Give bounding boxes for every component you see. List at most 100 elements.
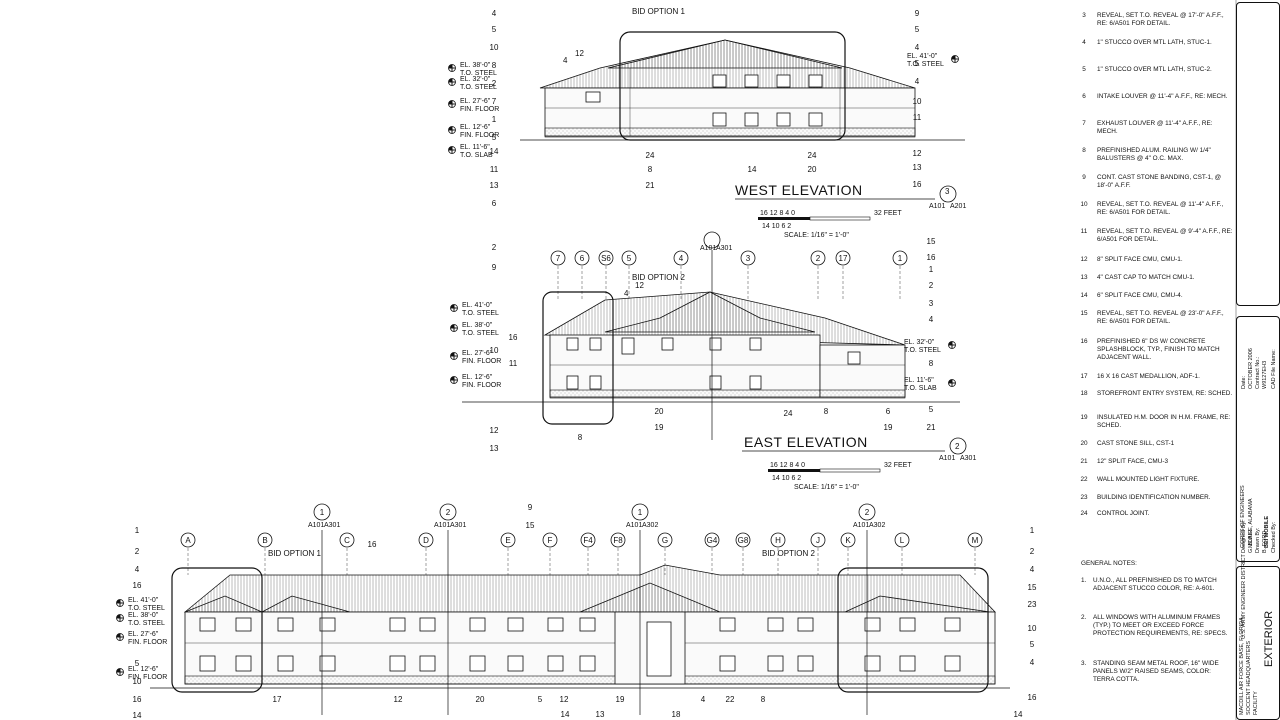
- east-grid-7: 7: [550, 250, 566, 300]
- keynote-tag: 16: [927, 253, 936, 262]
- keynote-tag: 15: [927, 237, 936, 246]
- east-windows: [566, 337, 861, 390]
- level-sub: T.O. STEEL: [460, 70, 497, 77]
- level-label: EL. 38'-0": [462, 322, 493, 329]
- north-grid-label: G8: [738, 536, 749, 545]
- keynote-text: 8" SPLIT FACE CMU, CMU-1.: [1097, 256, 1183, 263]
- north-grid-G8: G8: [735, 532, 751, 575]
- west-gable: [607, 39, 843, 69]
- west-detail-bubble: [939, 185, 957, 203]
- level-sub: FIN. FLOOR: [128, 674, 167, 681]
- keynote-tag: 14: [748, 165, 757, 174]
- keynote-text: REVEAL, SET T.O. REVEAL @ 9'-4" A.F.F., …: [1097, 228, 1233, 243]
- east-grid-5: 5: [621, 250, 637, 300]
- north-bid-option-2: BID OPTION 2: [762, 549, 815, 558]
- svg-text:32 FEET: 32 FEET: [884, 462, 912, 469]
- keynote-number: 22: [1080, 476, 1088, 483]
- general-note-number: 2.: [1081, 614, 1087, 621]
- keynote-tag: 1: [1030, 526, 1035, 535]
- keynote-tag: 2: [929, 281, 934, 290]
- level-marker: EL. 41'-0"T.O. STEEL: [907, 53, 959, 68]
- west-bid-option-box: [619, 31, 846, 141]
- east-grid-label: 7: [556, 254, 561, 263]
- level-label: EL. 38'-0": [128, 612, 159, 619]
- north-grid-M: M: [967, 532, 983, 575]
- svg-text:16 12 8 4 0: 16 12 8 4 0: [770, 462, 805, 469]
- keynote-text: INTAKE LOUVER @ 11'-4" A.F.F., RE: MECH.: [1097, 93, 1228, 100]
- section-num: 2: [446, 508, 451, 517]
- level-label: EL. 27'-6": [462, 350, 493, 357]
- level-marker: EL. 11'-6"T.O. SLAB: [448, 144, 493, 159]
- keynote-tag: 5: [915, 59, 920, 68]
- keynote-text: 1" STUCCO OVER MTL LATH, STUC-2.: [1097, 66, 1212, 73]
- svg-text:14 10 6 2: 14 10 6 2: [762, 223, 791, 230]
- east-grid-label: 5: [627, 254, 632, 263]
- svg-text:A101: A101: [700, 245, 716, 252]
- east-grid-1: 1: [892, 250, 908, 300]
- keynote-text: CAST STONE SILL, CST-1: [1097, 440, 1175, 447]
- level-sub: T.O. STEEL: [907, 61, 944, 68]
- keynote-tag: 16: [1028, 693, 1037, 702]
- level-label: EL. 12'-6": [128, 666, 159, 673]
- north-grid-label: H: [775, 536, 781, 545]
- keynote-text: CONTROL JOINT.: [1097, 510, 1150, 517]
- date-label: Date:: [1241, 375, 1247, 389]
- keynote-number: 13: [1080, 274, 1088, 281]
- north-grid-E: E: [500, 532, 516, 575]
- level-sub: T.O. STEEL: [462, 310, 499, 317]
- level-label: EL. 41'-0": [462, 302, 493, 309]
- north-grid-label: G: [662, 536, 668, 545]
- north-grid-label: F8: [613, 536, 623, 545]
- keynote-text: STOREFRONT ENTRY SYSTEM, RE: SCHED.: [1097, 390, 1233, 397]
- level-marker: EL. 11'-6"T.O. SLAB: [904, 377, 956, 392]
- section-num: 1: [320, 508, 325, 517]
- keynote-number: 4: [1082, 39, 1086, 46]
- level-label: EL. 41'-0": [128, 597, 159, 604]
- keynote-tag: 19: [616, 695, 625, 704]
- north-windows: [199, 617, 961, 672]
- level-label: EL. 27'-6": [128, 631, 159, 638]
- keynote-tag: 16: [509, 333, 518, 342]
- section-ref-a: A101: [853, 522, 869, 529]
- keynote-tag: 2: [1030, 547, 1035, 556]
- keynote-number: 19: [1080, 414, 1088, 421]
- keynote-number: 6: [1082, 93, 1086, 100]
- keynote-number: 8: [1082, 147, 1086, 154]
- keynote-text: 6" SPLIT FACE CMU, CMU-4.: [1097, 292, 1183, 299]
- level-marker: EL. 32'-0"T.O. STEEL: [904, 339, 956, 354]
- svg-text:A201: A201: [950, 203, 966, 210]
- level-marker: EL. 12'-6"FIN. FLOOR: [116, 666, 167, 681]
- keynote-tag: 21: [927, 423, 936, 432]
- keynote-text: REVEAL, SET T.O. REVEAL @ 23'-0" A.F.F.,…: [1097, 310, 1224, 325]
- west-slope-run: 4: [563, 56, 568, 65]
- level-marker: EL. 38'-0"T.O. STEEL: [450, 322, 499, 337]
- svg-text:14 10 6 2: 14 10 6 2: [772, 475, 801, 482]
- level-sub: T.O. STEEL: [128, 620, 165, 627]
- keynote-text: 12" SPLIT FACE, CMU-3: [1097, 458, 1169, 465]
- keynote-tag: 4: [929, 315, 934, 324]
- level-sub: FIN. FLOOR: [462, 358, 501, 365]
- keynote-tag: 8: [929, 359, 934, 368]
- keynote-tag: 5: [538, 695, 543, 704]
- keynote-tag: 9: [915, 9, 920, 18]
- keynote-text: INSULATED H.M. DOOR IN H.M. FRAME, RE: S…: [1097, 414, 1231, 429]
- north-grid-L: L: [894, 532, 910, 575]
- north-bid-option-1-box: [171, 567, 263, 693]
- keynote-tag: 10: [1028, 624, 1037, 633]
- level-marker: EL. 27'-6"FIN. FLOOR: [450, 350, 501, 365]
- north-grid-label: F4: [583, 536, 593, 545]
- level-sub: FIN. FLOOR: [460, 106, 499, 113]
- keynote-tag: 9: [528, 503, 533, 512]
- checked-label: Checked By:: [1271, 521, 1277, 553]
- north-bid-option-1: BID OPTION 1: [268, 549, 321, 558]
- drawn-label: Drawn By:: [1255, 527, 1261, 553]
- keynote-tag: 7: [492, 97, 497, 106]
- keynote-number: 9: [1082, 174, 1086, 181]
- keynote-number: 23: [1080, 494, 1088, 501]
